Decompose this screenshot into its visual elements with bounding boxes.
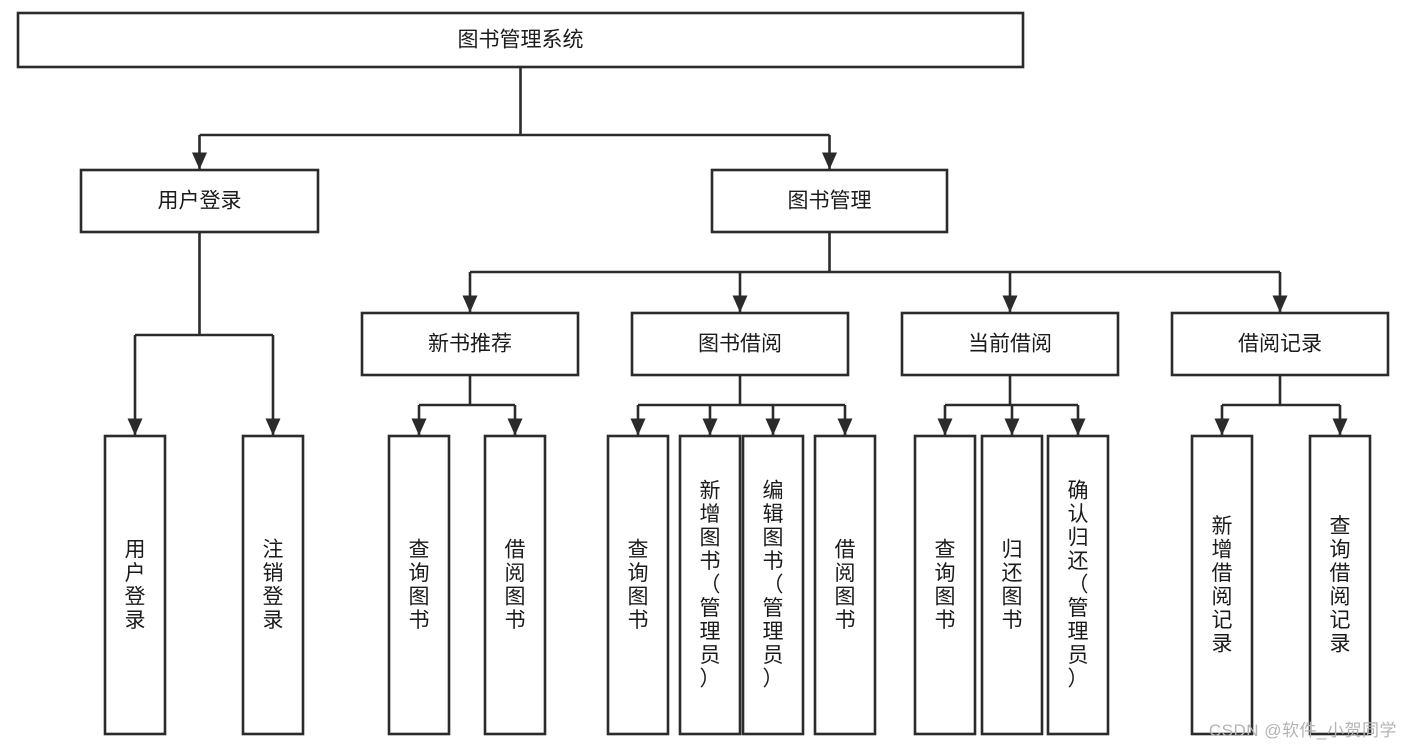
arrow-head-icon xyxy=(630,418,646,436)
node-level3-0-label: 新书推荐 xyxy=(428,333,512,356)
arrow-head-icon xyxy=(1004,418,1020,436)
node-leaf-7[interactable]: 借阅图书 xyxy=(813,434,877,736)
node-leaf-0-label: 用户登录 xyxy=(125,538,146,632)
arrow-head-icon xyxy=(1272,295,1288,313)
node-leaf-9-box[interactable] xyxy=(980,434,1044,736)
node-leaf-8-box[interactable] xyxy=(913,434,977,736)
node-leaf-12-box[interactable] xyxy=(1308,434,1372,736)
node-leaf-7-label: 借阅图书 xyxy=(835,538,856,632)
node-level3-0-box[interactable] xyxy=(360,311,580,377)
node-leaf-5[interactable]: 新增图书（管理员） xyxy=(678,434,742,736)
node-level2-0-box[interactable] xyxy=(79,168,320,234)
node-leaf-3-box[interactable] xyxy=(483,434,547,736)
node-leaf-2[interactable]: 查询图书 xyxy=(387,434,451,736)
node-leaf-1[interactable]: 注销登录 xyxy=(241,434,305,736)
node-leaf-11-label: 新增借阅记录 xyxy=(1212,515,1233,656)
node-leaf-0[interactable]: 用户登录 xyxy=(103,434,167,736)
node-leaf-11-box[interactable] xyxy=(1190,434,1254,736)
arrow-head-icon xyxy=(822,152,837,170)
node-leaf-10-label: 确认归还（管理员） xyxy=(1068,480,1089,691)
arrow-head-icon xyxy=(732,295,748,313)
arrow-head-icon xyxy=(1332,418,1348,436)
node-level3-2[interactable]: 当前借阅 xyxy=(900,311,1120,377)
node-leaf-0-box[interactable] xyxy=(103,434,167,736)
node-leaf-10-box[interactable] xyxy=(1046,434,1110,736)
node-leaf-9[interactable]: 归还图书 xyxy=(980,434,1044,736)
node-leaf-11[interactable]: 新增借阅记录 xyxy=(1190,434,1254,736)
node-leaf-2-box[interactable] xyxy=(387,434,451,736)
node-leaf-8-label: 查询图书 xyxy=(935,538,956,632)
node-leaf-4-box[interactable] xyxy=(606,434,670,736)
node-leaf-3-label: 借阅图书 xyxy=(505,538,526,632)
node-level2-0-label: 用户登录 xyxy=(158,190,242,213)
node-level3-3-box[interactable] xyxy=(1170,311,1390,377)
node-level3-1-box[interactable] xyxy=(630,311,850,377)
node-leaf-1-box[interactable] xyxy=(241,434,305,736)
arrow-head-icon xyxy=(937,418,953,436)
arrow-head-icon xyxy=(192,152,207,170)
node-level2-1-box[interactable] xyxy=(710,168,949,234)
node-level3-2-label: 当前借阅 xyxy=(968,333,1052,356)
node-leaf-2-label: 查询图书 xyxy=(409,538,430,632)
arrow-head-icon xyxy=(1070,418,1086,436)
node-leaf-3[interactable]: 借阅图书 xyxy=(483,434,547,736)
node-level2-1-label: 图书管理 xyxy=(788,190,872,213)
node-level3-0[interactable]: 新书推荐 xyxy=(360,311,580,377)
node-leaf-1-label: 注销登录 xyxy=(263,538,284,632)
node-leaf-6[interactable]: 编辑图书（管理员） xyxy=(741,434,805,736)
connector-edges-layer xyxy=(127,67,1348,436)
node-leaf-6-box[interactable] xyxy=(741,434,805,736)
arrow-head-icon xyxy=(702,418,718,436)
node-leaf-6-label: 编辑图书（管理员） xyxy=(763,480,784,691)
node-leaf-9-label: 归还图书 xyxy=(1002,538,1023,632)
arrow-head-icon xyxy=(1214,418,1230,436)
node-leaf-4[interactable]: 查询图书 xyxy=(606,434,670,736)
node-leaf-5-box[interactable] xyxy=(678,434,742,736)
arrow-head-icon xyxy=(127,418,143,436)
arrow-head-icon xyxy=(837,418,853,436)
node-leaf-7-box[interactable] xyxy=(813,434,877,736)
arrow-head-icon xyxy=(462,295,478,313)
node-level2-0[interactable]: 用户登录 xyxy=(79,168,320,234)
arrow-head-icon xyxy=(507,418,523,436)
node-level3-1-label: 图书借阅 xyxy=(698,333,782,356)
node-boxes-layer: 图书管理系统用户登录图书管理新书推荐图书借阅当前借阅借阅记录用户登录注销登录查询… xyxy=(16,11,1390,736)
node-leaf-4-label: 查询图书 xyxy=(628,538,649,632)
node-level3-3[interactable]: 借阅记录 xyxy=(1170,311,1390,377)
node-root-图书管理系统[interactable]: 图书管理系统 xyxy=(16,11,1025,69)
node-level3-3-label: 借阅记录 xyxy=(1238,333,1322,356)
node-leaf-10[interactable]: 确认归还（管理员） xyxy=(1046,434,1110,736)
watermark-text: CSDN @软件_小贺同学 xyxy=(1208,721,1397,740)
node-root-图书管理系统-label: 图书管理系统 xyxy=(458,29,584,52)
node-leaf-12-label: 查询借阅记录 xyxy=(1330,515,1351,656)
node-leaf-8[interactable]: 查询图书 xyxy=(913,434,977,736)
node-level2-1[interactable]: 图书管理 xyxy=(710,168,949,234)
arrow-head-icon xyxy=(411,418,427,436)
node-leaf-5-label: 新增图书（管理员） xyxy=(700,480,721,691)
node-level3-2-box[interactable] xyxy=(900,311,1120,377)
node-root-图书管理系统-box[interactable] xyxy=(16,11,1025,69)
node-leaf-12[interactable]: 查询借阅记录 xyxy=(1308,434,1372,736)
arrow-head-icon xyxy=(1002,295,1018,313)
arrow-head-icon xyxy=(765,418,781,436)
arrow-head-icon xyxy=(265,418,281,436)
node-level3-1[interactable]: 图书借阅 xyxy=(630,311,850,377)
